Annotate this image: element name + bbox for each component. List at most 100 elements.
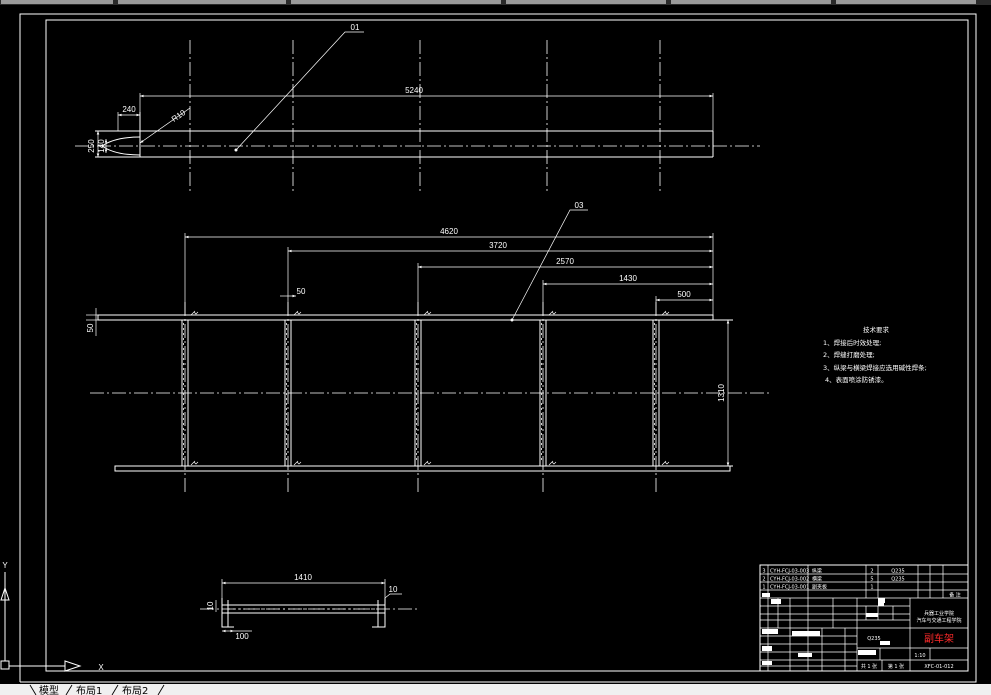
sheet-inner-border <box>45 19 969 672</box>
drawing-number: XFC-01-012 <box>924 664 953 670</box>
toolbar-tab[interactable] <box>506 0 666 4</box>
part-qty: 5 <box>870 577 873 583</box>
part-code: CYH-FCJ-03-001 <box>770 585 809 591</box>
tech-req-item: 4、表面喷涂防锈漆。 <box>825 375 888 384</box>
radius-leader <box>139 107 191 144</box>
ucs-icon: Y X <box>0 561 104 672</box>
part-material: Q235 <box>891 569 904 575</box>
tab-separator <box>65 684 73 695</box>
sheet-total: 共 1 张 <box>861 663 877 670</box>
toolbar-tab[interactable] <box>291 0 501 4</box>
ucs-origin-box <box>0 660 10 670</box>
part-code: CYH-FCJ-03-003 <box>770 569 809 575</box>
tab-separator <box>157 684 165 695</box>
part-no: 1 <box>762 585 765 591</box>
part-name: 纵梁 <box>812 568 822 575</box>
part-name: 横梁 <box>812 576 822 583</box>
section-view: 1410 10 10 100 <box>200 573 420 641</box>
tech-req-item: 2、焊缝打磨处理; <box>823 350 875 359</box>
tab-separator <box>111 684 119 695</box>
cross-beam <box>539 319 547 467</box>
dim-4620: 4620 <box>440 227 458 236</box>
part-leader-line <box>235 31 364 151</box>
cross-beam <box>414 319 422 467</box>
drawing-name: 副车架 <box>924 632 954 645</box>
toolbar-tab[interactable] <box>671 0 831 4</box>
part-01-centerlines <box>189 40 661 192</box>
school-department: 汽车与交通工程学院 <box>916 617 961 624</box>
cross-beam <box>181 319 189 467</box>
dim-500: 500 <box>677 290 691 299</box>
layout-tab-bar: 模型 布局1 布局2 <box>0 684 991 695</box>
scale-value: 1:10 <box>914 653 925 659</box>
part-no: 2 <box>762 577 765 583</box>
weld-symbol-icon <box>423 310 432 316</box>
part-01-view: 5240 240 R10 250 140 01 <box>75 23 760 192</box>
top-rail <box>97 314 714 321</box>
redaction-blocks <box>762 593 890 665</box>
dim-post-width: 50 <box>297 287 306 296</box>
weld-symbol-icon <box>661 460 670 466</box>
dim-1430: 1430 <box>619 274 637 283</box>
tech-req-title: 技术要求 <box>863 325 890 334</box>
dim-height: 250 <box>87 139 96 153</box>
weld-symbol-icon <box>548 310 557 316</box>
tab-model[interactable]: 模型 <box>39 684 59 695</box>
tab-bar-background <box>0 684 991 695</box>
top-toolbar-strip <box>0 0 991 5</box>
cross-beam <box>652 319 660 467</box>
part-name: 副夹板 <box>812 584 827 591</box>
tech-req-item: 3、纵梁与横梁焊接应选用碱性焊条; <box>823 363 927 372</box>
weld-symbol-icon <box>423 460 432 466</box>
remark-header: 备 注 <box>949 592 961 599</box>
toolbar-tab[interactable] <box>118 0 286 4</box>
technical-requirements: 技术要求 1、焊接后时效处理; 2、焊缝打磨处理; 3、纵梁与横梁焊接应选用碱性… <box>823 325 927 384</box>
beam-nose-profile <box>101 136 141 156</box>
ucs-y-label: Y <box>2 561 8 570</box>
sheet-outer-border <box>19 13 977 683</box>
part-material: Q235 <box>891 577 904 583</box>
dim-length: 5240 <box>405 86 423 95</box>
weld-symbol-icon <box>661 310 670 316</box>
weld-symbol-icon <box>190 310 199 316</box>
part-03-view: 1310 4620 3720 2570 1430 500 50 50 03 <box>86 201 772 492</box>
dim-radius: R10 <box>170 108 188 124</box>
toolbar-tab[interactable] <box>836 0 976 4</box>
part-balloon-01: 01 <box>351 23 360 32</box>
dim-2570: 2570 <box>556 257 574 266</box>
ucs-y-arrow-icon <box>0 586 10 601</box>
tab-layout1[interactable]: 布局1 <box>76 685 102 695</box>
part-qty: 1 <box>870 585 873 591</box>
dim-right-thickness: 10 <box>389 585 398 594</box>
part-qty: 2 <box>870 569 873 575</box>
tab-layout2[interactable]: 布局2 <box>122 685 148 695</box>
dim-frame-height: 1310 <box>717 384 726 402</box>
right-flange <box>372 598 386 628</box>
title-block: 3 CYH-FCJ-03-003 纵梁 2 Q235 2 CYH-FCJ-03-… <box>759 564 969 672</box>
dim-inner-height: 140 <box>97 139 106 153</box>
dim-3720: 3720 <box>489 241 507 250</box>
tech-req-item: 1、焊接后时效处理; <box>823 338 881 347</box>
weld-symbol-icon <box>293 460 302 466</box>
toolbar-tab[interactable] <box>1 0 113 4</box>
ucs-x-arrow-icon <box>64 660 82 672</box>
cross-beam <box>284 319 292 467</box>
dim-leader <box>384 593 402 599</box>
left-flange <box>221 598 234 628</box>
ucs-x-label: X <box>98 663 104 672</box>
part-code: CYH-FCJ-03-002 <box>770 577 809 583</box>
part-no: 3 <box>762 569 765 575</box>
school-name: 兵器工业学院 <box>924 610 954 617</box>
weld-symbol-icon <box>548 460 557 466</box>
sheet-number: 第 1 张 <box>888 663 904 670</box>
material-label: Q235 <box>867 636 880 642</box>
dim-left-thickness: 10 <box>206 601 215 610</box>
weld-symbol-icon <box>190 460 199 466</box>
weld-symbol-icon <box>293 310 302 316</box>
cross-beams <box>181 302 670 492</box>
dim-rail-height: 50 <box>86 323 95 332</box>
dim-nose-length: 240 <box>122 105 136 114</box>
title-block-frame <box>759 564 969 672</box>
tab-separator <box>29 684 37 695</box>
